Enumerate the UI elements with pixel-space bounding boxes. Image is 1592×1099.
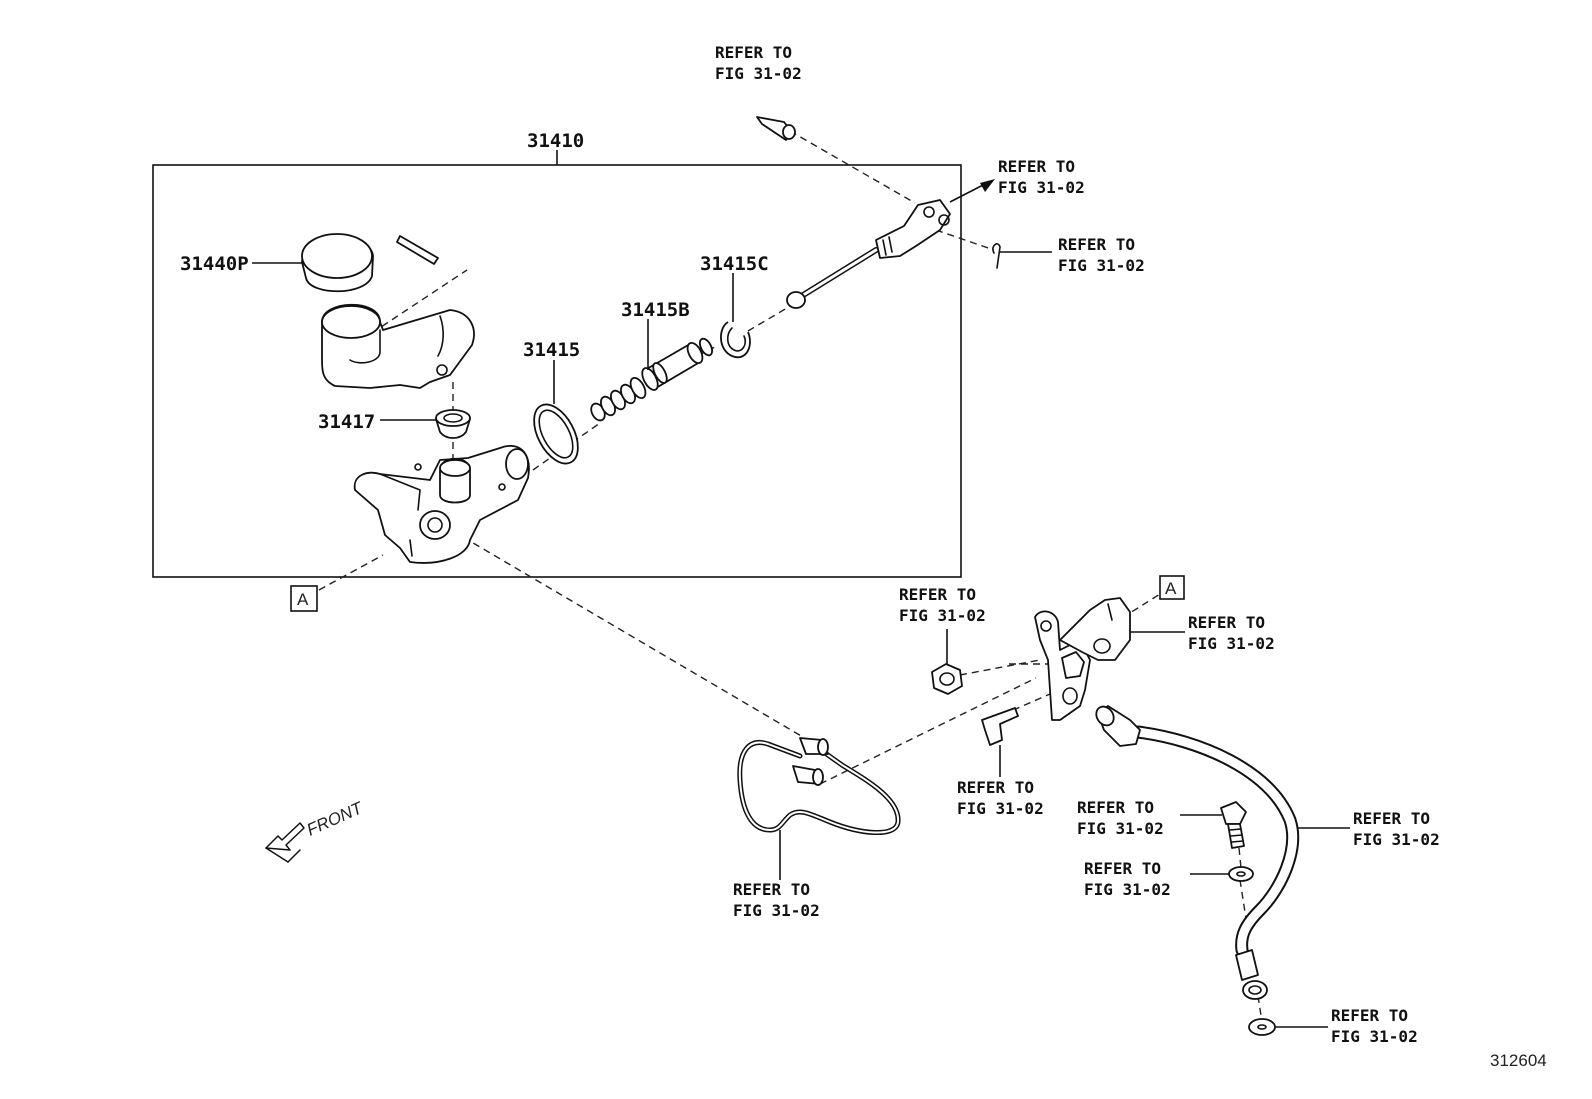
refer-rod: REFER TO FIG 31-02 [998, 157, 1085, 197]
assembly-box [152, 164, 962, 578]
svg-text:REFER TO: REFER TO [957, 778, 1034, 797]
svg-text:FIG 31-02: FIG 31-02 [1077, 819, 1164, 838]
svg-text:FIG 31-02: FIG 31-02 [1353, 830, 1440, 849]
gasket-upper [1228, 866, 1254, 882]
part-31415c-label: 31415C [700, 253, 769, 275]
refer-nut: REFER TO FIG 31-02 [899, 585, 986, 625]
grommet [435, 409, 471, 439]
refer-cotter: REFER TO FIG 31-02 [1058, 235, 1145, 275]
svg-text:FIG 31-02: FIG 31-02 [899, 606, 986, 625]
svg-text:FIG 31-02: FIG 31-02 [1188, 634, 1275, 653]
svg-text:REFER TO: REFER TO [715, 43, 792, 62]
svg-text:FIG 31-02: FIG 31-02 [715, 64, 802, 83]
retaining-clip [981, 707, 1019, 746]
marker-a-right: A [1165, 579, 1177, 598]
svg-text:REFER TO: REFER TO [1058, 235, 1135, 254]
clevis-pin [756, 116, 796, 141]
union-bolt [1220, 801, 1247, 849]
figure-number: 312604 [1490, 1051, 1547, 1070]
svg-text:FIG 31-02: FIG 31-02 [957, 799, 1044, 818]
refer-clip: REFER TO FIG 31-02 [957, 778, 1044, 818]
snap-ring [720, 321, 751, 359]
master-cylinder-body [353, 445, 530, 564]
refer-gasket-lower: REFER TO FIG 31-02 [1331, 1006, 1418, 1046]
gasket-lower [1248, 1018, 1276, 1036]
flange-nut [931, 663, 963, 695]
small-pin [396, 235, 439, 265]
part-31417-label: 31417 [318, 411, 375, 433]
reservoir-cap [301, 233, 374, 293]
svg-text:REFER TO: REFER TO [899, 585, 976, 604]
svg-text:REFER TO: REFER TO [1353, 809, 1430, 828]
refer-gasket-upper: REFER TO FIG 31-02 [1084, 859, 1171, 899]
svg-text:REFER TO: REFER TO [733, 880, 810, 899]
svg-text:FIG 31-02: FIG 31-02 [1084, 880, 1171, 899]
svg-text:FIG 31-02: FIG 31-02 [1058, 256, 1145, 275]
o-ring [533, 403, 579, 465]
refer-arrowhead [980, 179, 995, 192]
front-label: FRONT [304, 798, 367, 840]
refer-bolt: REFER TO FIG 31-02 [1077, 798, 1164, 838]
reservoir-body [321, 303, 475, 389]
line-bracket [1034, 597, 1131, 721]
refer-arrow-line [949, 183, 986, 203]
front-arrow-icon [265, 822, 305, 863]
svg-text:REFER TO: REFER TO [1188, 613, 1265, 632]
marker-a-left-box [290, 585, 318, 612]
refer-top: REFER TO FIG 31-02 [715, 43, 802, 83]
refer-hose: REFER TO FIG 31-02 [1353, 809, 1440, 849]
svg-text:REFER TO: REFER TO [1077, 798, 1154, 817]
part-31415b-label: 31415B [621, 299, 690, 321]
svg-text:FIG 31-02: FIG 31-02 [1331, 1027, 1418, 1046]
clutch-tube [737, 737, 901, 835]
part-31410-label: 31410 [527, 130, 584, 152]
spring-piston [590, 337, 714, 422]
part-31415-label: 31415 [523, 339, 580, 361]
push-rod [786, 199, 951, 309]
refer-bracket: REFER TO FIG 31-02 [1188, 613, 1275, 653]
cotter-pin [992, 243, 1052, 269]
svg-text:REFER TO: REFER TO [1084, 859, 1161, 878]
marker-a-right-box [1159, 575, 1185, 600]
part-31440p-label: 31440P [180, 253, 249, 275]
svg-text:REFER TO: REFER TO [998, 157, 1075, 176]
flexible-hose [1095, 705, 1300, 1000]
svg-text:REFER TO: REFER TO [1331, 1006, 1408, 1025]
svg-text:FIG 31-02: FIG 31-02 [998, 178, 1085, 197]
svg-text:FIG 31-02: FIG 31-02 [733, 901, 820, 920]
dashed-connectors [318, 130, 1263, 1023]
marker-a-left: A [297, 590, 309, 609]
refer-tube: REFER TO FIG 31-02 [733, 880, 820, 920]
